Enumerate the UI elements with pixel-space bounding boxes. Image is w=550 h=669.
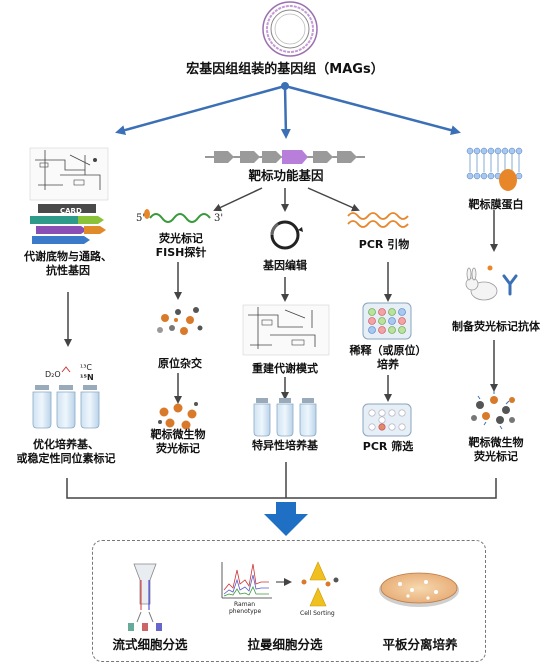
fish-probe-icon <box>144 209 211 223</box>
card-gene-bars-icon <box>30 204 106 244</box>
fish-label-2: FISH探针 <box>155 246 207 259</box>
pathway-label-1: 代谢底物与通路、 <box>24 250 112 263</box>
optimize-label-1: 优化培养基、 <box>33 438 99 451</box>
pcr-primers-icon <box>347 212 409 228</box>
specific-medium-bottles-icon <box>253 398 317 437</box>
fish-result-label-2: 荧光标记 <box>156 442 200 455</box>
membrane-protein-label: 靶标膜蛋白 <box>468 198 524 211</box>
gene-editing-label: 基因编辑 <box>263 259 307 272</box>
genome-circle-icon <box>262 1 318 57</box>
plasmid-icon <box>270 220 303 250</box>
fish-label-1: 荧光标记 <box>159 232 203 245</box>
raman-sorting-label: 拉曼细胞分选 <box>247 637 323 652</box>
in-situ-label: 原位杂交 <box>158 357 202 370</box>
plate-culture-label: 平板分离培养 <box>382 637 458 652</box>
cells-cluster-icon <box>157 307 203 335</box>
dilution-label-1: 稀释（或原位） <box>349 344 427 357</box>
flow-cytometer-icon <box>128 563 162 631</box>
dilution-label-2: 培养 <box>377 358 399 371</box>
rabbit-antibody-icon <box>465 265 518 301</box>
raman-spectra-icon <box>221 561 339 607</box>
antibody-labeled-cells-icon <box>471 391 515 430</box>
flow-sorting-label: 流式细胞分选 <box>112 637 188 652</box>
isotope-15n: ¹⁵N <box>80 373 94 382</box>
card-label: CARD <box>60 207 82 215</box>
isotope-d2o: D₂O <box>45 370 61 379</box>
metabolic-map-icon <box>242 304 330 356</box>
pathway-label-2: 抗性基因 <box>46 264 90 277</box>
pcr-screening-label: PCR 筛选 <box>362 440 414 453</box>
center-branch-arrows <box>213 187 360 212</box>
cell-membrane-icon <box>466 147 523 191</box>
probe-5-prime: 5' <box>136 213 146 224</box>
labeled-cells-icon <box>158 402 198 430</box>
petri-plate-icon <box>379 572 459 607</box>
pcr-primers-label: PCR 引物 <box>358 238 410 251</box>
raman-phenotype-1: Raman <box>234 601 256 608</box>
screening-plate-icon <box>362 403 412 437</box>
well-plate-icon <box>362 302 412 340</box>
specific-medium-label: 特异性培养基 <box>252 439 318 452</box>
right-result-label-2: 荧光标记 <box>474 450 518 463</box>
sorting-methods-panel <box>92 540 486 662</box>
target-genes-label: 靶标功能基因 <box>248 168 324 183</box>
fish-result-label-1: 靶标微生物 <box>150 428 206 441</box>
probe-3-prime: 3' <box>214 213 224 224</box>
isotope-13c: ¹³C <box>80 363 92 372</box>
antibody-label: 制备荧光标记抗体 <box>452 320 540 333</box>
merge-bracket <box>66 462 497 499</box>
right-result-label-1: 靶标微生物 <box>468 436 524 449</box>
pathway-map-icon <box>29 147 109 201</box>
raman-phenotype-2: phenotype <box>229 608 262 615</box>
culture-bottles-icon <box>32 385 100 429</box>
mags-title: 宏基因组组装的基因组（MAGs） <box>186 62 384 77</box>
cell-sorting-label: Cell Sorting <box>300 610 335 617</box>
rebuild-metabolic-label: 重建代谢模式 <box>252 362 318 375</box>
big-down-arrow <box>264 502 308 536</box>
branch-arrows <box>115 82 461 139</box>
optimize-label-2: 或稳定性同位素标记 <box>16 452 116 465</box>
gene-track-icon <box>205 150 365 164</box>
isotope-molecules-icon <box>61 366 71 373</box>
